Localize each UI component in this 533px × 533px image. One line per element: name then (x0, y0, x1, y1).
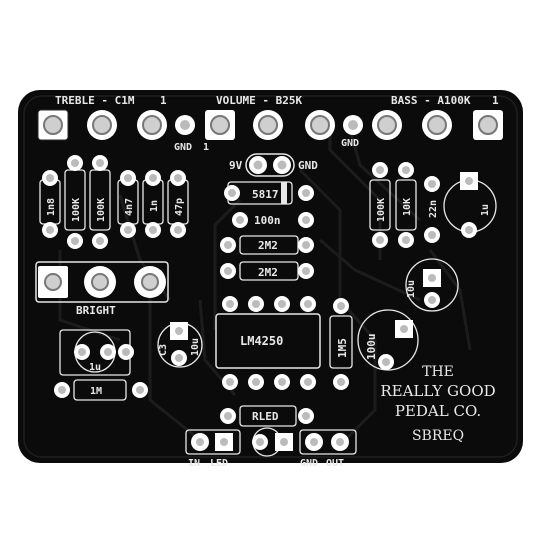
io-label-led: LED (210, 458, 228, 469)
label-100u: 100u (365, 334, 378, 361)
io-label-out: OUT (326, 458, 344, 469)
label-100n: 100n (254, 214, 281, 227)
treble-label: TREBLE - C1M (55, 94, 135, 107)
io-header-right-outline (299, 429, 357, 455)
label-1m: 1M (90, 386, 102, 397)
label-10k: 10K (402, 198, 413, 216)
power-9v-label: 9V (229, 159, 243, 172)
bass-label: BASS - A100K (391, 94, 471, 107)
res-1m-outline (73, 379, 127, 401)
top-pot-pads (37, 109, 503, 141)
pcb-board (18, 90, 523, 463)
label-c3: C3 (158, 344, 169, 356)
label-10u-left: 10u (190, 338, 201, 356)
label-1m5: 1M5 (336, 338, 349, 358)
label-10u-right: 10u (406, 280, 417, 298)
label-1n: 1n (149, 200, 160, 212)
label-22n: 22n (428, 200, 439, 218)
bright-switch-outline (35, 261, 169, 303)
brand-line-4: SBREQ (412, 428, 464, 444)
right-component-group (369, 162, 497, 312)
cap-100u-outline (357, 309, 419, 371)
io-label-in: IN (188, 458, 200, 469)
pin1-mark-bass: 1 (492, 94, 499, 107)
ic-pads (222, 296, 316, 390)
brand-line-2: REALLY GOOD (380, 382, 495, 400)
label-rled: RLED (252, 410, 279, 423)
label-100k-right: 100K (376, 198, 387, 222)
brand-line-1: THE (422, 364, 454, 380)
gnd-label-a: GND (174, 142, 192, 153)
pin1-mark-treble: 1 (160, 94, 167, 107)
label-1u-right: 1u (480, 204, 491, 216)
label-lm4250: LM4250 (240, 334, 283, 348)
power-gnd-label: GND (298, 159, 318, 172)
io-label-gnd: GND (300, 458, 318, 469)
label-2m2-b: 2M2 (258, 266, 278, 279)
label-1u-left: 1u (89, 362, 101, 373)
label-1n8: 1n8 (46, 198, 57, 216)
io-header-left-outline (185, 429, 241, 455)
volume-label: VOLUME - B25K (216, 94, 302, 107)
brand-line-3: PEDAL CO. (395, 402, 481, 420)
label-100k-a: 100K (71, 198, 82, 222)
label-4n7: 4n7 (124, 198, 135, 216)
pcb-edge-line (23, 95, 518, 458)
bright-label: BRIGHT (76, 304, 116, 317)
power-header-outline (245, 153, 295, 177)
ic-outline (215, 313, 321, 369)
pin1-mark-volume: 1 (203, 142, 209, 153)
res-1m5-outline (329, 315, 353, 369)
label-2m2-a: 2M2 (258, 239, 278, 252)
copper-traces (58, 125, 472, 442)
label-47p: 47p (174, 198, 185, 216)
label-5817: 5817 (252, 188, 279, 201)
gnd-label-b: GND (341, 138, 359, 149)
label-100k-b: 100K (96, 198, 107, 222)
left-component-group (39, 155, 189, 249)
res-rled-outline (239, 405, 297, 427)
